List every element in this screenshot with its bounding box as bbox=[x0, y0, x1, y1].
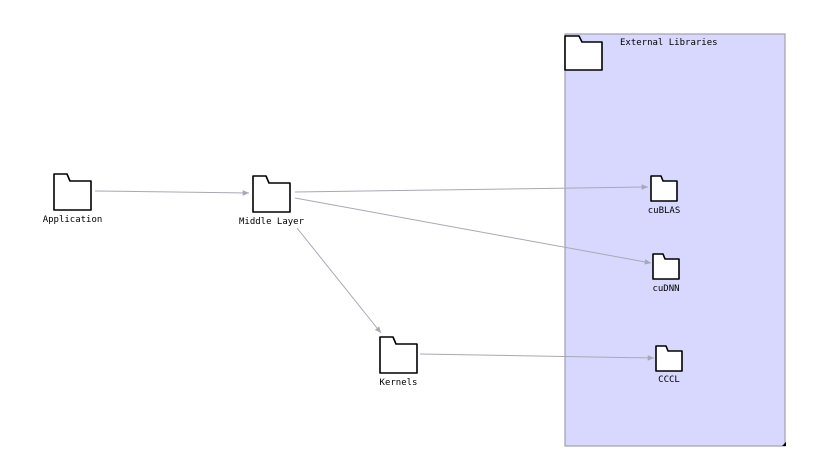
folder-icon bbox=[652, 253, 680, 280]
node-label: Application bbox=[43, 215, 103, 225]
node-cudnn[interactable]: cuDNN bbox=[652, 253, 680, 294]
node-cublas[interactable]: cuBLAS bbox=[648, 175, 681, 216]
node-kernels[interactable]: Kernels bbox=[379, 336, 418, 388]
node-cccl[interactable]: CCCL bbox=[655, 345, 683, 385]
resize-handle-icon[interactable] bbox=[782, 442, 786, 446]
edge-kernels-cccl bbox=[419, 353, 655, 361]
edges bbox=[94, 184, 655, 361]
folder-icon bbox=[252, 175, 291, 213]
node-label: Kernels bbox=[380, 378, 418, 388]
folder-icon bbox=[379, 336, 418, 374]
node-middle-layer[interactable]: Middle Layer bbox=[239, 175, 305, 227]
edge-middle-layer-kernels bbox=[296, 227, 382, 334]
edge-middle-layer-cublas bbox=[294, 184, 649, 193]
folder-icon bbox=[655, 345, 683, 372]
node-label: cuBLAS bbox=[648, 206, 681, 216]
node-label: CCCL bbox=[658, 375, 680, 385]
group-label: External Libraries bbox=[620, 38, 718, 48]
folder-icon bbox=[650, 175, 678, 202]
node-label: cuDNN bbox=[652, 284, 679, 294]
group-box bbox=[564, 33, 786, 447]
group-external-libraries[interactable]: External Libraries bbox=[564, 33, 786, 447]
edge-application-middle-layer bbox=[94, 190, 250, 196]
edge-middle-layer-cudnn bbox=[294, 197, 652, 265]
node-label: Middle Layer bbox=[239, 217, 305, 227]
node-application[interactable]: Application bbox=[43, 173, 103, 225]
folder-icon bbox=[564, 35, 603, 71]
folder-icon bbox=[53, 173, 92, 211]
